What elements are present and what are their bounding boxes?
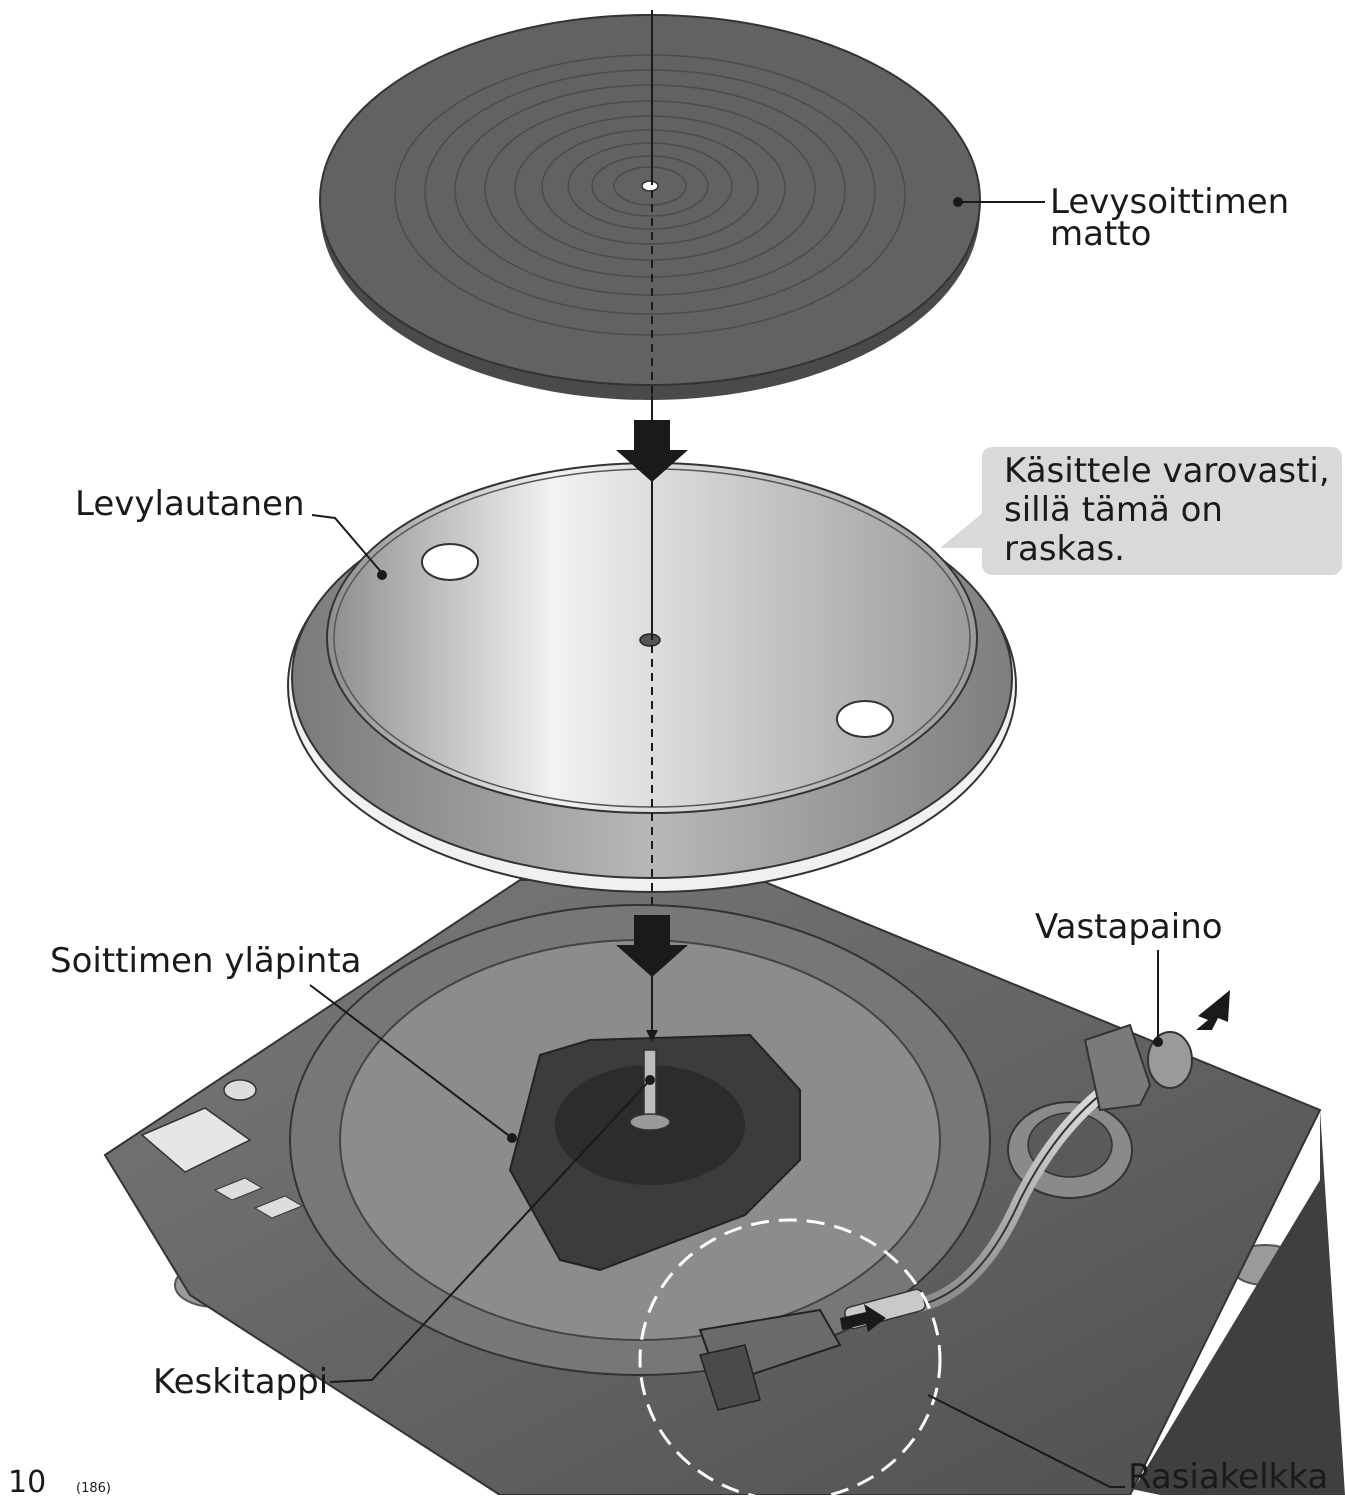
leader-lines [309,197,1163,1488]
center-pin-label: Keskitappi [153,1362,329,1402]
turntable-body [103,879,1345,1500]
caution-line1: Käsittele varovasti, [1004,451,1330,491]
top-surface-label: Soittimen yläpinta [50,941,362,981]
platter-label: Levylautanen [75,484,305,524]
mat-label-line2: matto [1050,214,1152,254]
page-number: 10 [8,1465,47,1500]
mat-label-line1: Levysoittimen [1050,182,1290,222]
mat-illustration [319,14,981,400]
callout-pointer [940,512,984,548]
caution-line3: raskas. [1004,529,1125,569]
page-sub-number: (186) [76,1481,111,1496]
counterweight-label: Vastapaino [1035,907,1223,947]
caution-callout-text: Käsittele varovasti, sillä tämä on raska… [1004,452,1330,569]
down-arrow-icon [616,420,688,482]
caution-line2: sillä tämä on [1004,490,1223,530]
arrow-icon [840,1304,886,1332]
down-arrow-icon [616,915,688,977]
arrow-icon [1196,990,1230,1030]
headshell-label: Rasiakelkka [1128,1457,1329,1497]
mat-label: Levysoittimen matto [1050,182,1290,254]
caution-callout [982,447,1342,575]
